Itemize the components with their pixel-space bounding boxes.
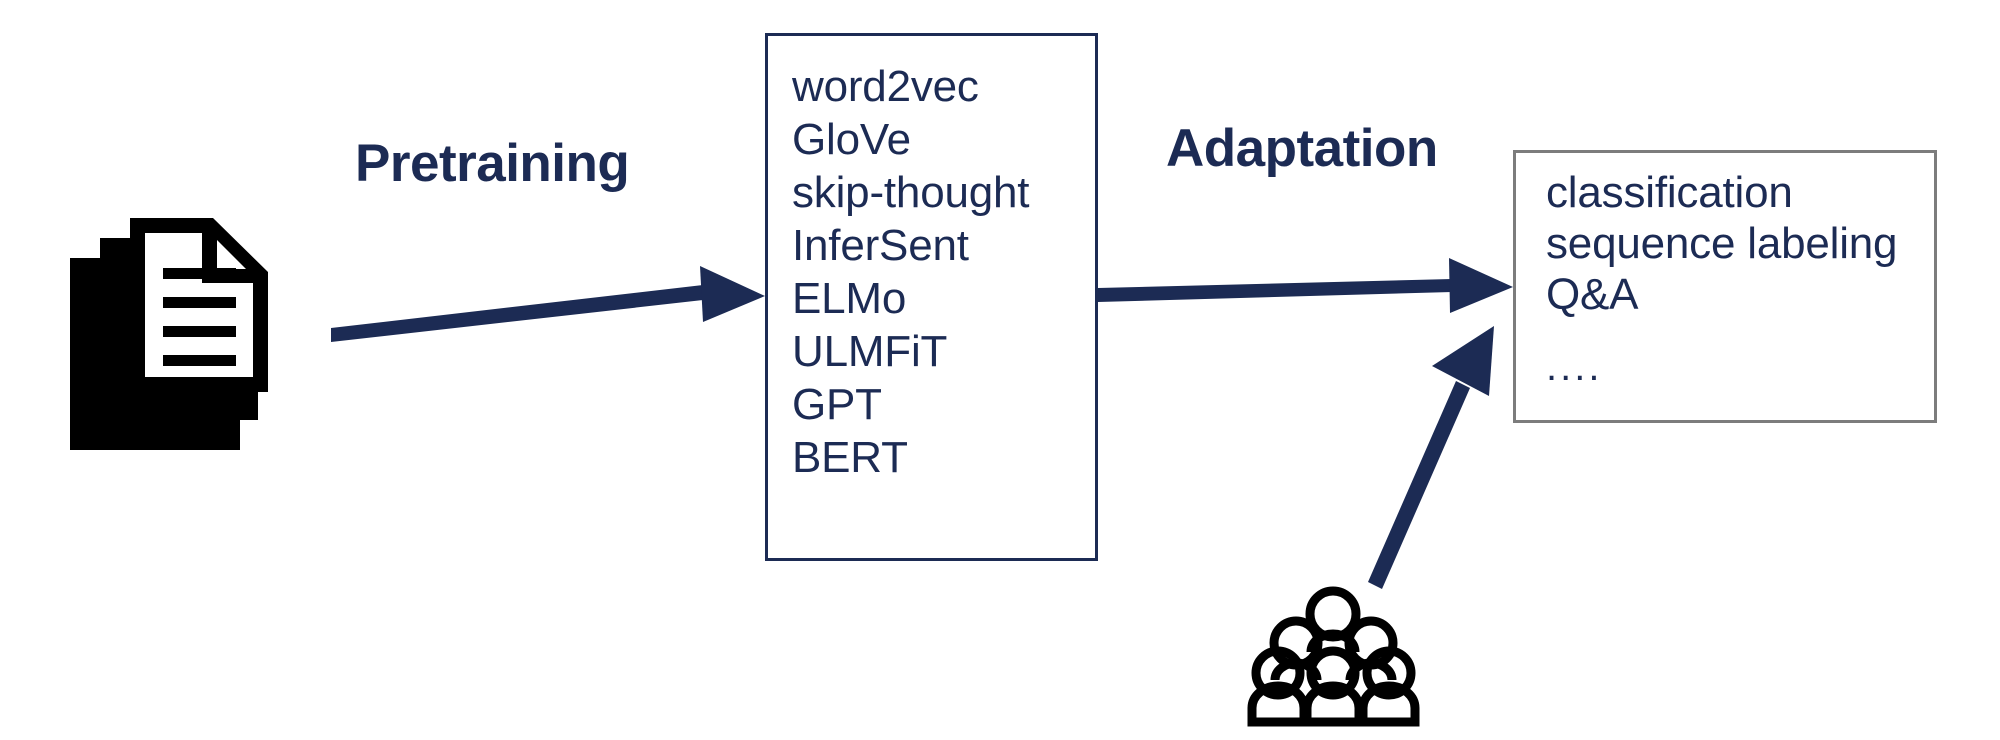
pretrained-models-box: word2vec GloVe skip-thought InferSent EL… — [765, 33, 1098, 561]
list-item: BERT — [792, 433, 908, 482]
list-item: sequence labeling — [1546, 219, 1898, 268]
list-item: GPT — [792, 380, 882, 429]
corpus-to-models-arrow-head — [700, 266, 765, 322]
list-item: InferSent — [792, 221, 969, 270]
corpus-to-models-arrow-shaft — [331, 285, 703, 342]
list-item: ELMo — [792, 274, 907, 323]
documents-icon-middle-sheet — [100, 238, 258, 420]
people-icon-head-bottom-right — [1362, 646, 1416, 700]
downstream-tasks-list: classification sequence labeling Q&A ...… — [1546, 167, 1898, 393]
people-to-tasks-arrow-shaft — [1368, 381, 1470, 589]
list-item: GloVe — [792, 115, 911, 164]
list-item: skip-thought — [792, 168, 1030, 217]
people-icon-body-bottom-center — [1302, 681, 1364, 727]
pretrained-models-list: word2vec GloVe skip-thought InferSent EL… — [792, 60, 1030, 484]
people-icon-head-bottom-left — [1251, 646, 1305, 700]
downstream-tasks-box: classification sequence labeling Q&A ...… — [1513, 150, 1937, 423]
people-icon-body-bottom-right — [1358, 681, 1420, 727]
people-group-icon — [1247, 586, 1420, 727]
documents-icon-line-2 — [163, 297, 236, 308]
people-to-tasks-arrow-head — [1432, 326, 1494, 396]
documents-icon-line-1 — [163, 268, 236, 279]
people-icon-head-bottom-center — [1306, 646, 1360, 700]
list-item: classification — [1546, 168, 1793, 217]
corpus-to-models-arrow — [331, 266, 765, 342]
list-item: ULMFiT — [792, 327, 948, 376]
people-to-tasks-arrow — [1368, 326, 1494, 589]
adaptation-label: Adaptation — [1166, 119, 1438, 178]
documents-icon — [70, 218, 268, 450]
documents-icon-back-sheet — [70, 258, 240, 450]
documents-icon-line-5 — [163, 384, 236, 395]
pretraining-label: Pretraining — [355, 134, 630, 193]
list-item: word2vec — [792, 62, 979, 111]
list-item: Q&A — [1546, 270, 1639, 319]
list-item: .... — [1546, 345, 1603, 389]
models-to-tasks-arrow — [1098, 258, 1513, 313]
documents-icon-line-3 — [163, 326, 236, 337]
models-to-tasks-arrow-head — [1449, 258, 1513, 313]
documents-icon-line-4 — [163, 355, 236, 366]
models-to-tasks-arrow-shaft — [1098, 279, 1452, 302]
documents-icon-front-sheet — [130, 218, 268, 392]
